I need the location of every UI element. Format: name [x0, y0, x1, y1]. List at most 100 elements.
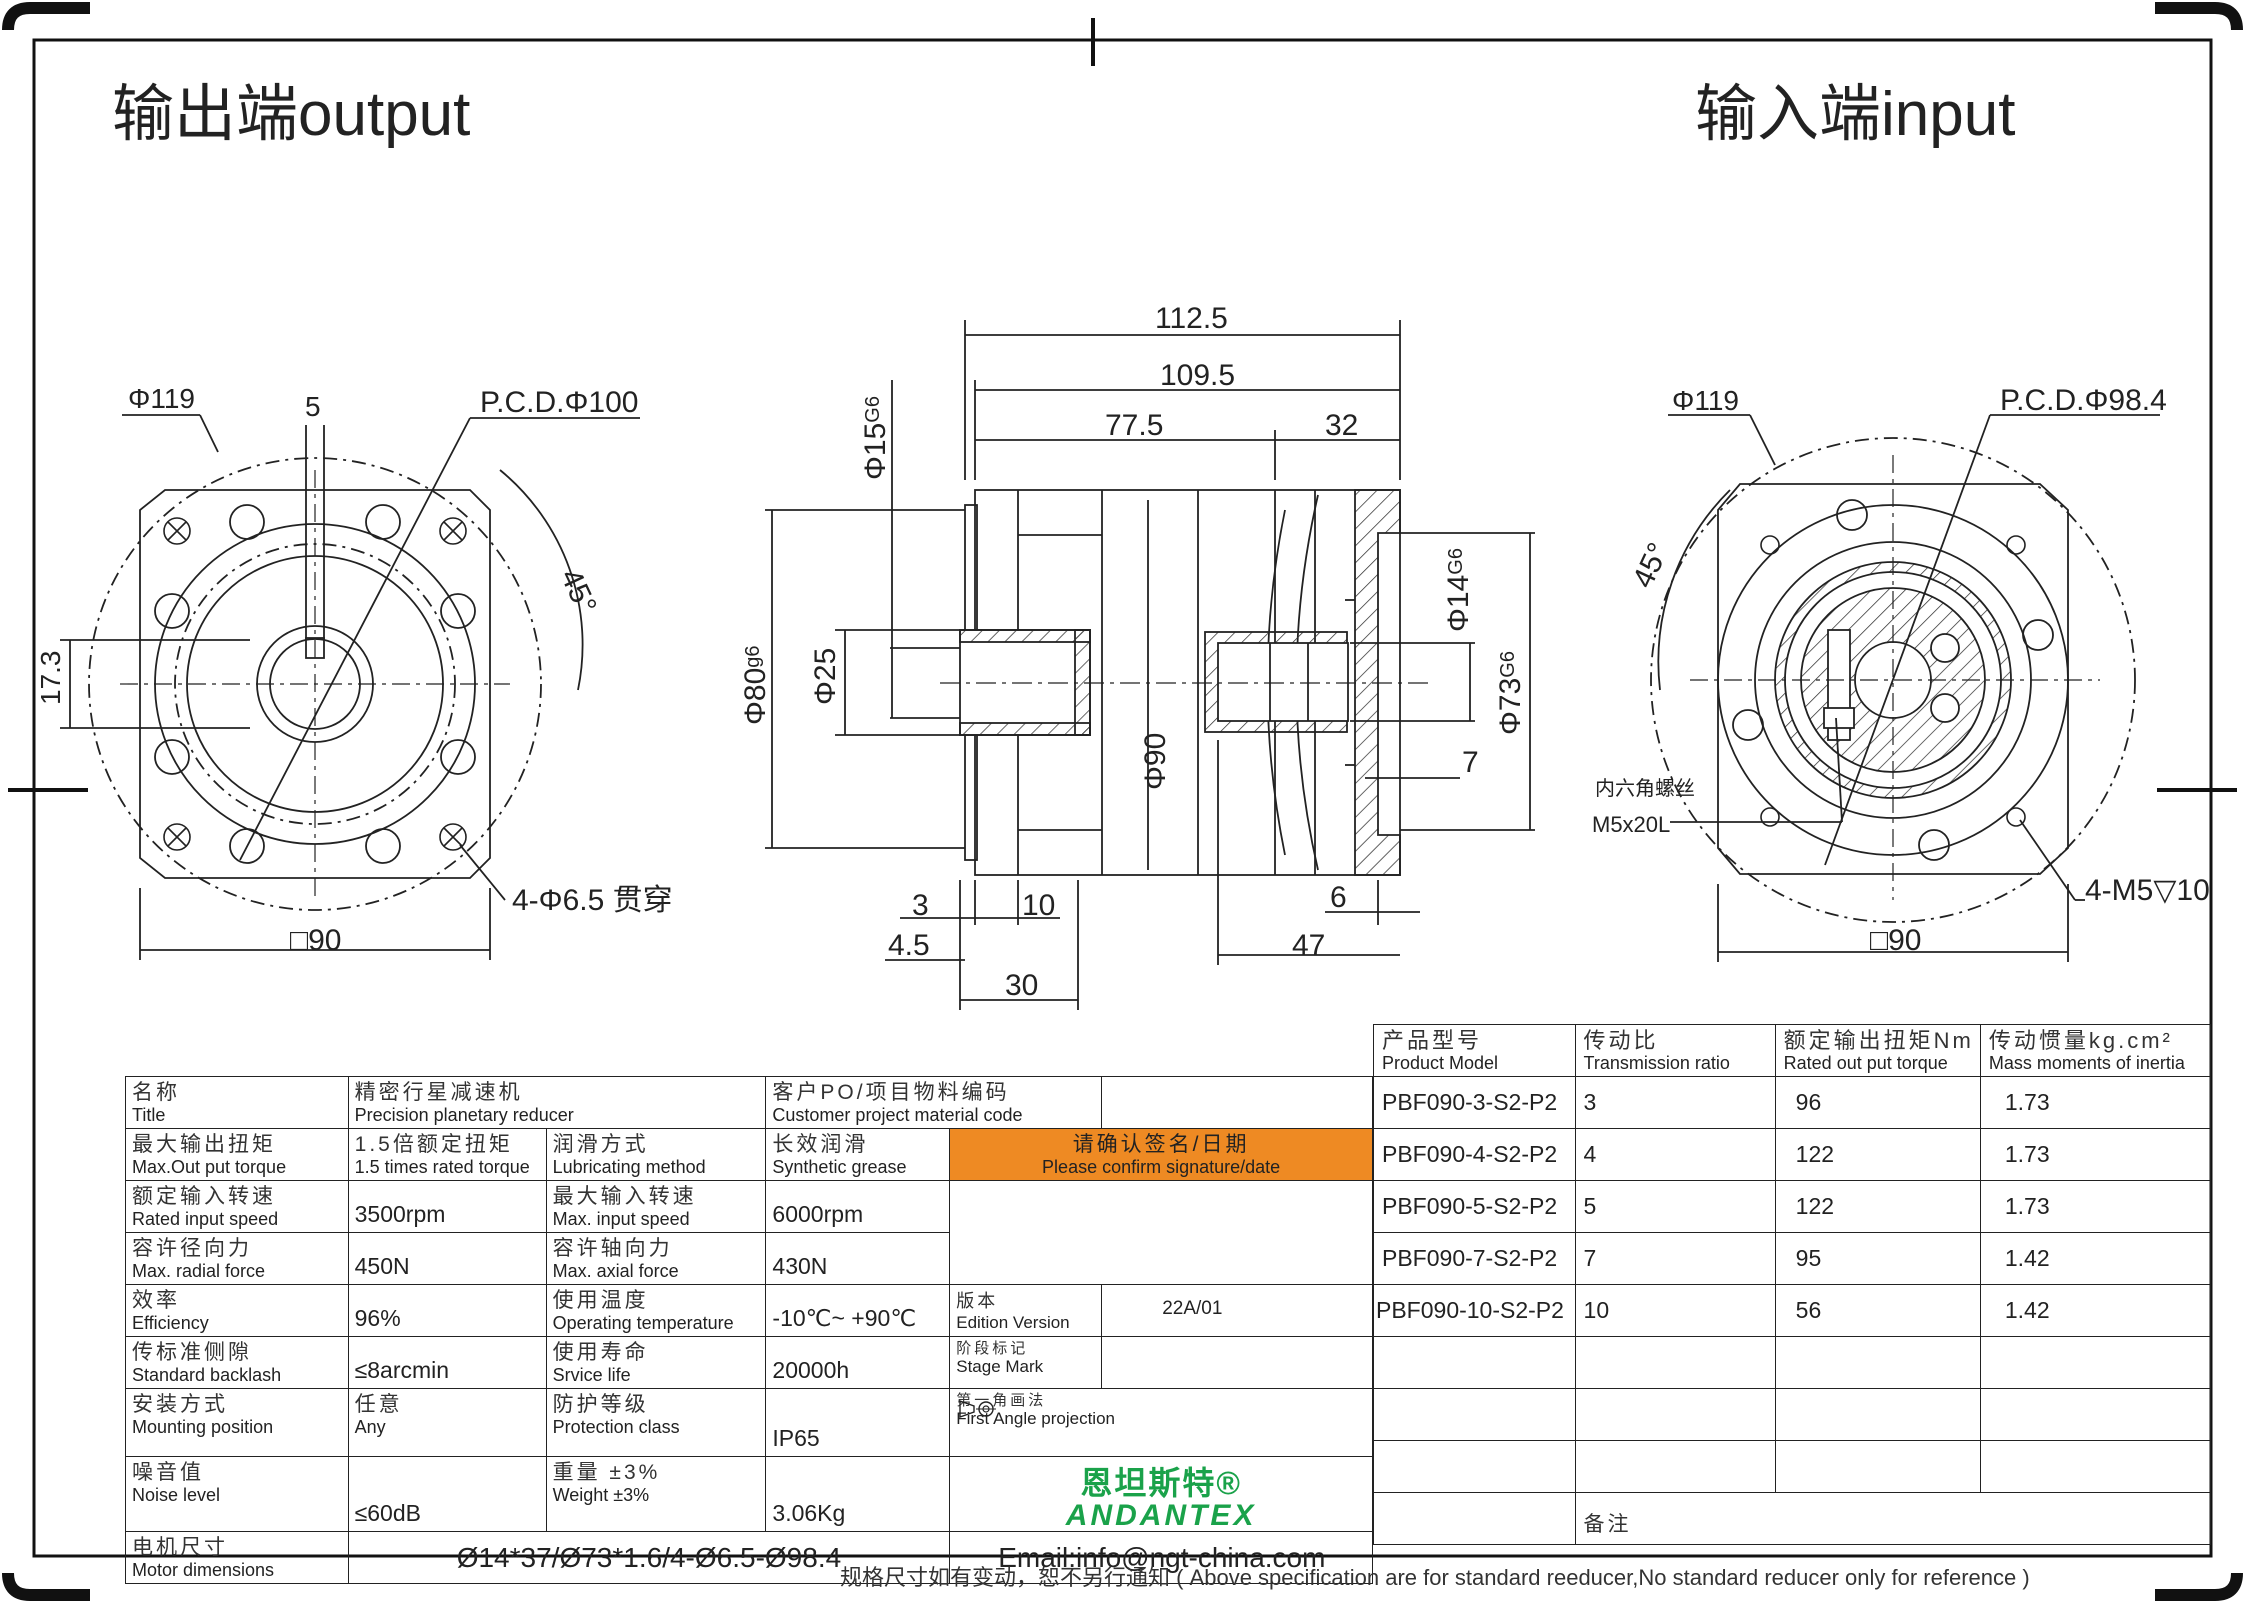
model-cell: PBF090-3-S2-P2	[1373, 1076, 1576, 1129]
efficiency-value: 96%	[347, 1284, 547, 1337]
brand-logo: 恩坦斯特®ANDANTEX	[949, 1456, 1373, 1532]
mid-dim-3: 3	[912, 889, 929, 922]
mid-dim-30: 30	[1005, 969, 1038, 1002]
svg-text:Φ15G6: Φ15G6	[859, 396, 892, 480]
left-dim-pcd: P.C.D.Φ100	[480, 386, 638, 419]
signature-area[interactable]	[949, 1180, 1373, 1285]
mid-dim-109-5: 109.5	[1160, 359, 1235, 392]
right-dim-diameter-119: Φ119	[1672, 385, 1739, 416]
mid-dim-tol-g6-73: G6	[1497, 651, 1519, 678]
mid-dim-diameter-25: Φ25	[809, 648, 842, 705]
table-row: PBF090-4-S2-P2 4 122 1.73	[1373, 1128, 2212, 1181]
ratio-cell: 4	[1574, 1128, 1776, 1181]
torque-cell: 95	[1774, 1232, 1981, 1285]
right-screw-label: M5x20L	[1592, 812, 1670, 837]
right-screw-label-zh: 内六角螺丝	[1595, 777, 1695, 800]
torque-cell: 122	[1774, 1128, 1981, 1181]
inertia-cell: 1.73	[1979, 1076, 2212, 1129]
output-end-view	[60, 414, 640, 960]
right-dim-angle: 45°	[1626, 538, 1675, 593]
torque-cell: 96	[1774, 1076, 1981, 1129]
email-contact[interactable]: Email:info@ngt-china.com	[949, 1531, 1373, 1584]
stage-mark-value	[1101, 1336, 1373, 1389]
table-row: PBF090-7-S2-P2 7 95 1.42	[1373, 1232, 2212, 1285]
mid-dim-32: 32	[1325, 409, 1358, 442]
side-section-view	[765, 320, 1535, 1010]
model-cell: PBF090-7-S2-P2	[1373, 1232, 1576, 1285]
weight-label: 重量 ±3%Weight ±3%	[545, 1456, 767, 1532]
mid-dim-77-5: 77.5	[1105, 409, 1163, 442]
model-cell: PBF090-5-S2-P2	[1373, 1180, 1576, 1233]
radial-force-value: 450N	[347, 1232, 547, 1285]
model-cell: PBF090-4-S2-P2	[1373, 1128, 1576, 1181]
left-dim-keyway-5: 5	[305, 391, 321, 422]
life-value: 20000h	[765, 1336, 951, 1389]
table-row: PBF090-10-S2-P2 10 56 1.42	[1373, 1284, 2212, 1337]
svg-text:Φ73G6: Φ73G6	[1494, 651, 1527, 735]
input-heading: 输入端input	[1695, 80, 2015, 149]
left-dim-angle: 45°	[554, 564, 603, 619]
customer-code-value	[1101, 1076, 1373, 1129]
mid-dim-tol-g6-14: G6	[1445, 548, 1467, 575]
remark-cell: 备注	[1574, 1492, 2212, 1545]
protection-value: IP65	[765, 1388, 951, 1457]
mid-dim-tol-g6-80: g6	[742, 645, 764, 667]
mid-dim-7: 7	[1462, 746, 1479, 779]
backlash-value: ≤8arcmin	[347, 1336, 547, 1389]
mid-dim-tol-g6-15: G6	[862, 396, 884, 423]
table-row: PBF090-3-S2-P2 3 96 1.73	[1373, 1076, 2212, 1129]
left-dim-diameter-119: Φ119	[128, 383, 195, 414]
mid-dim-4-5: 4.5	[888, 929, 930, 962]
mid-dim-6: 6	[1330, 881, 1347, 914]
right-dim-holes: 4-M5▽10	[2085, 874, 2210, 907]
ratio-cell: 10	[1574, 1284, 1776, 1337]
ratio-cell: 7	[1574, 1232, 1776, 1285]
torque-cell: 56	[1774, 1284, 1981, 1337]
mid-dim-diameter-14: Φ14	[1442, 575, 1475, 632]
svg-text:Φ80g6: Φ80g6	[739, 645, 772, 725]
weight-value: 3.06Kg	[765, 1456, 951, 1532]
left-dim-17-3: 17.3	[35, 651, 66, 706]
left-dim-square-90: □90	[290, 924, 342, 957]
max-input-speed-value: 6000rpm	[765, 1180, 951, 1233]
mid-dim-47: 47	[1292, 929, 1325, 962]
first-angle-projection-icon	[956, 1400, 997, 1451]
output-heading: 输出端output	[112, 80, 470, 149]
axial-force-value: 430N	[765, 1232, 951, 1285]
left-dim-holes: 4-Φ6.5 贯穿	[512, 884, 673, 917]
inertia-cell: 1.73	[1979, 1128, 2212, 1181]
inertia-cell: 1.73	[1979, 1180, 2212, 1233]
mid-dim-diameter-90: Φ90	[1139, 733, 1172, 790]
mid-dim-112-5: 112.5	[1155, 302, 1228, 335]
table-row: PBF090-5-S2-P2 5 122 1.73	[1373, 1180, 2212, 1233]
model-cell: PBF090-10-S2-P2	[1373, 1284, 1576, 1337]
inertia-cell: 1.42	[1979, 1284, 2212, 1337]
right-dim-square-90: □90	[1870, 924, 1922, 957]
inertia-cell: 1.42	[1979, 1232, 2212, 1285]
footnote: 规格尺寸如有变动，恕不另行通知 ( Above specification ar…	[840, 1565, 2030, 1590]
